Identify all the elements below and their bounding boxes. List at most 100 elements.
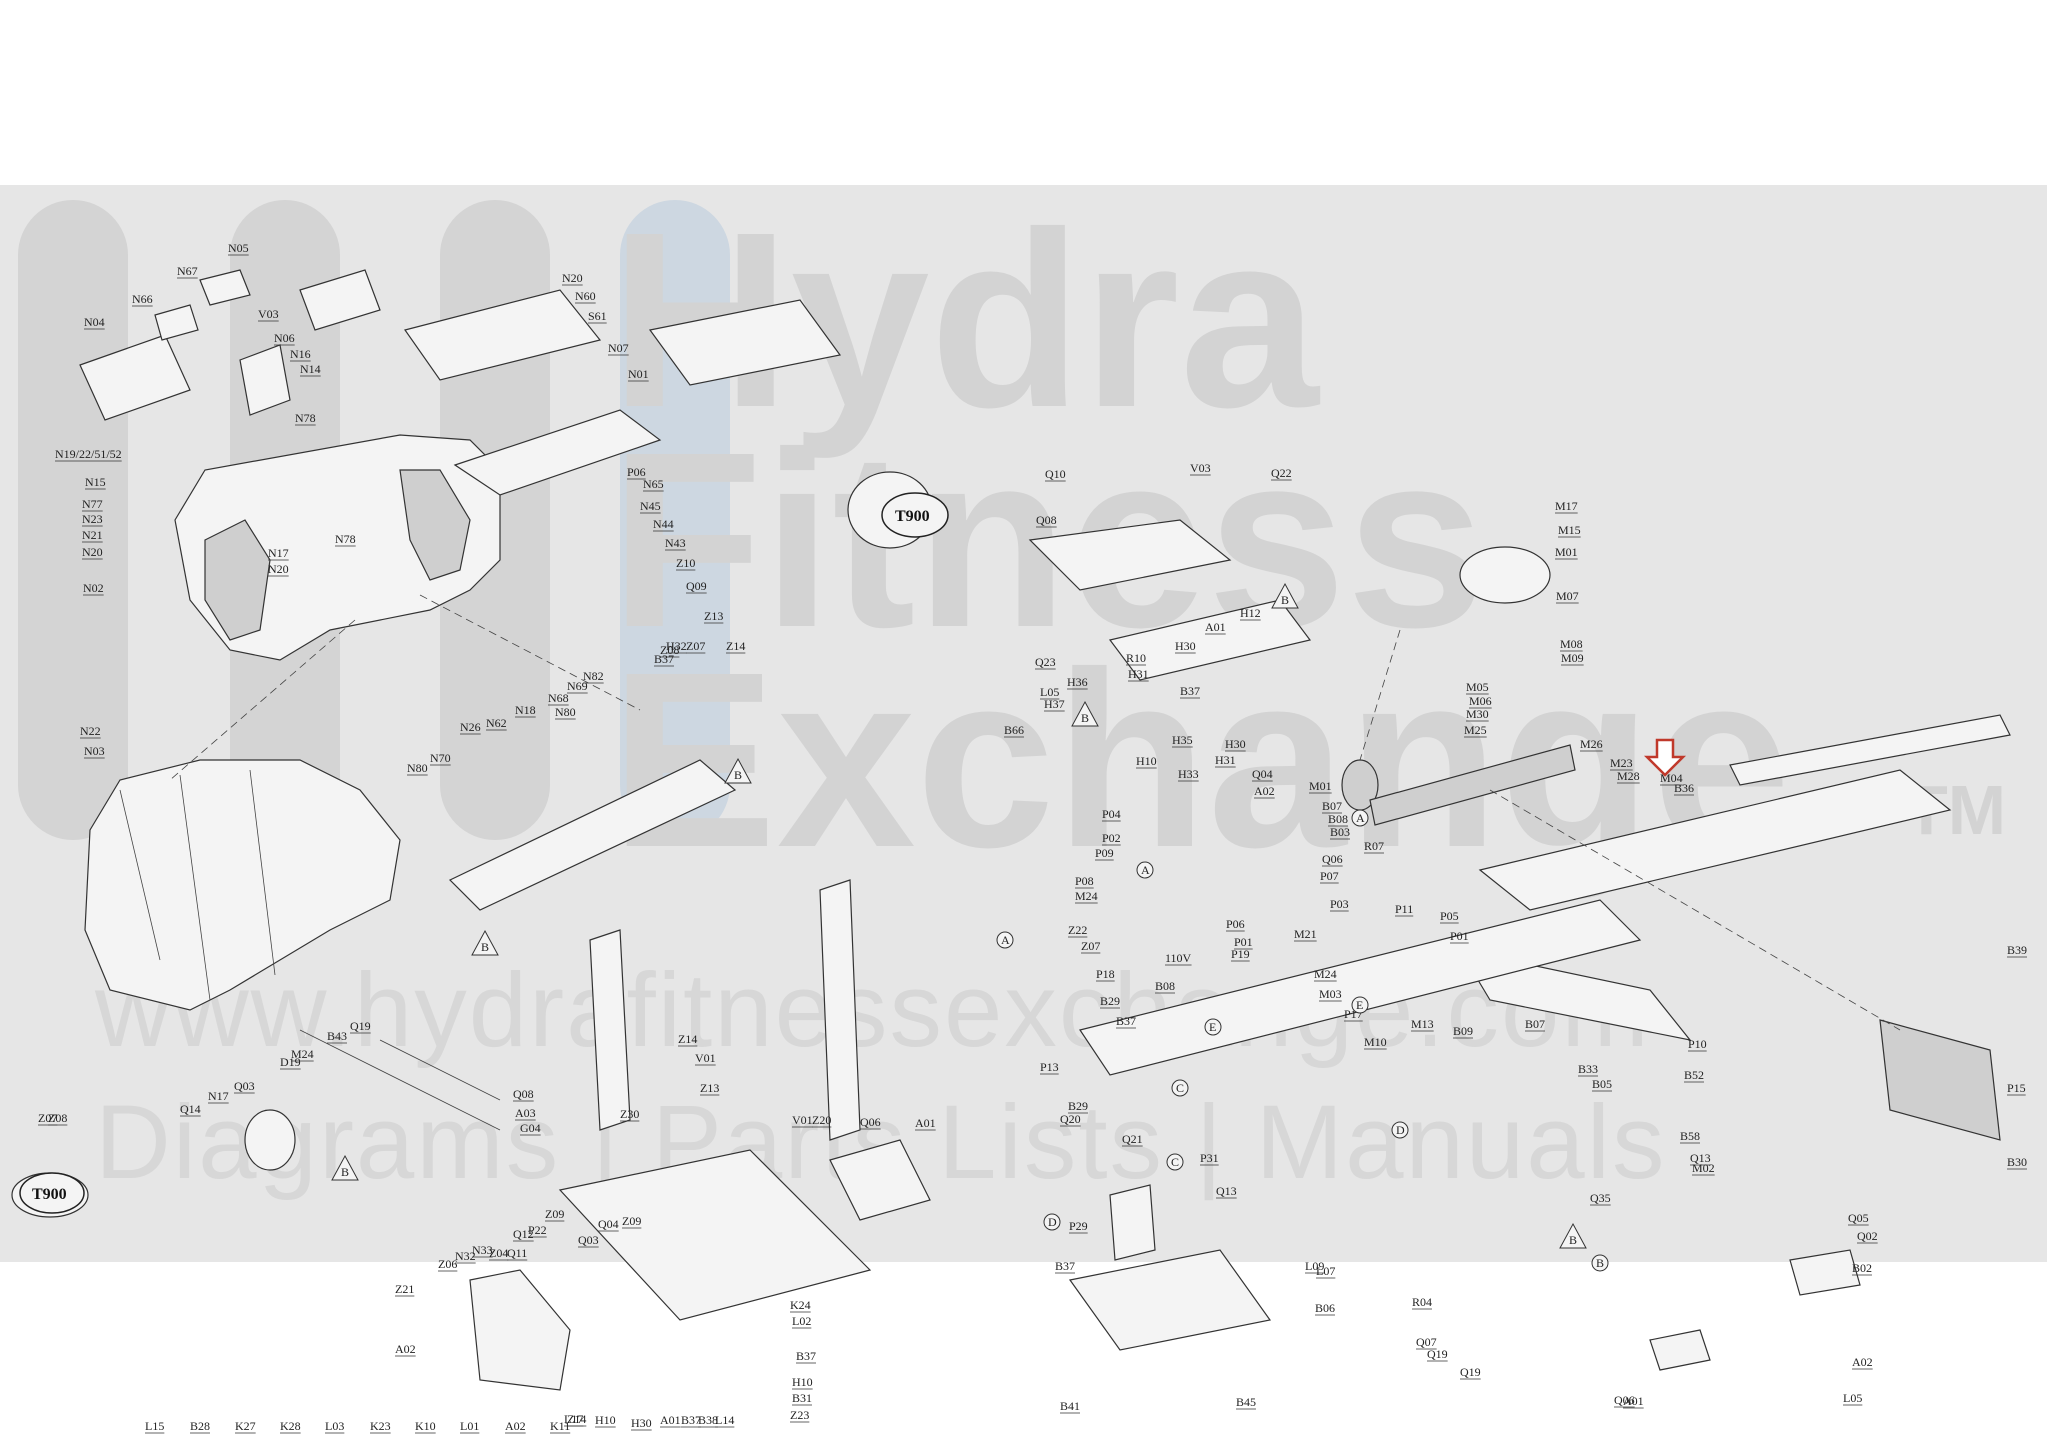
part-label: N43 [665, 536, 686, 550]
part-label: N20 [82, 545, 103, 559]
part-label: P09 [1095, 846, 1114, 860]
part-label: N60 [575, 289, 596, 303]
part-label: P19 [1231, 947, 1250, 961]
callout-marker-shape [1391, 1121, 1409, 1139]
part-label: B29 [1068, 1099, 1088, 1113]
part-label: B05 [1592, 1077, 1612, 1091]
part-label: H30 [1175, 639, 1196, 653]
part-label: N15 [85, 475, 106, 489]
part-label: B39 [2007, 943, 2027, 957]
part-label: Q08 [1036, 513, 1057, 527]
part-label: B03 [1330, 825, 1350, 839]
part-label: N69 [567, 679, 588, 693]
part-label: V03 [1190, 461, 1211, 475]
part-label: P07 [1320, 869, 1339, 883]
part-label: B37 [1055, 1259, 1075, 1273]
part-label: L05 [1843, 1391, 1862, 1405]
part-label: K23 [370, 1419, 391, 1433]
part-label: M01 [1555, 545, 1578, 559]
part-label: Q13 [1690, 1151, 1711, 1165]
part-label: Q35 [1590, 1191, 1611, 1205]
part-label: H10 [595, 1413, 616, 1427]
part-label: H36 [1067, 675, 1088, 689]
part-label: N44 [653, 517, 674, 531]
part-label: N07 [608, 341, 629, 355]
callout-marker-letter: D [1396, 1123, 1405, 1137]
callout-marker-letter: B [481, 940, 489, 954]
part-label: L01 [460, 1419, 479, 1433]
part-label: L15 [145, 1419, 164, 1433]
part-label: N67 [177, 264, 198, 278]
part-label: P11 [1395, 902, 1413, 916]
part-label: M07 [1556, 589, 1579, 603]
part-label: B37 [796, 1349, 816, 1363]
callout-marker-letter: B [1281, 593, 1289, 607]
part-label: R10 [1126, 651, 1146, 665]
part-label: N14 [300, 362, 321, 376]
part-label: Z09 [622, 1214, 641, 1228]
part-label: B45 [1236, 1395, 1256, 1409]
callout-marker-shape [1166, 1153, 1184, 1171]
part-label: Q08 [513, 1087, 534, 1101]
part-labels: N05N67N66V03N04N06N16N14N78N19/22/51/52N… [38, 241, 2028, 1434]
callout-marker-letter: D [1048, 1215, 1057, 1229]
part-label: S61 [588, 309, 607, 323]
part-label: P29 [1069, 1219, 1088, 1233]
part-label: N68 [548, 691, 569, 705]
part-label: Q11 [507, 1246, 527, 1260]
part-label: M06 [1469, 694, 1492, 708]
part-label: H31 [1128, 667, 1149, 681]
part-label: N19/22/51/52 [55, 447, 122, 461]
red-highlight-arrow [1643, 738, 1687, 777]
part-label: Q19 [350, 1019, 371, 1033]
dashed-leaders [169, 594, 1901, 1031]
part-label: H37 [1044, 697, 1065, 711]
part-label: R07 [1364, 839, 1384, 853]
part-label: N82 [583, 669, 604, 683]
part-label: K27 [235, 1419, 256, 1433]
part-label: K11 [550, 1419, 570, 1433]
part-label: Q10 [1045, 467, 1066, 481]
part-label: Q13 [1216, 1184, 1237, 1198]
part-label: Q04 [1252, 767, 1273, 781]
part-label: P06 [627, 465, 646, 479]
part-label: P01 [1234, 935, 1253, 949]
part-label: B37 [681, 1413, 701, 1427]
part-label: N66 [132, 292, 153, 306]
part-label: L14 [715, 1413, 734, 1427]
part-label: B58 [1680, 1129, 1700, 1143]
callout-marker-letter: E [1209, 1020, 1216, 1034]
part-label: H30 [631, 1416, 652, 1430]
part-label: Z30 [620, 1107, 639, 1121]
part-label: H31 [1215, 753, 1236, 767]
part-label: N78 [295, 411, 316, 425]
part-label: H12 [1240, 606, 1261, 620]
part-label: M26 [1580, 737, 1603, 751]
part-label: M13 [1411, 1017, 1434, 1031]
part-label: M10 [1364, 1035, 1387, 1049]
callout-marker-shape [996, 931, 1014, 949]
part-label: N21 [82, 528, 103, 542]
part-label: M04 [1660, 771, 1683, 785]
callout-marker-shape [1171, 1079, 1189, 1097]
part-label: N02 [83, 581, 104, 595]
part-label: H32 [666, 639, 687, 653]
part-label: N16 [290, 347, 311, 361]
console-assembly [79, 269, 933, 661]
part-label: Z04 [489, 1246, 508, 1260]
part-label: N45 [640, 499, 661, 513]
logo-badge-top-text: T900 [895, 508, 930, 525]
part-label: P10 [1688, 1037, 1707, 1051]
part-label: Q03 [234, 1079, 255, 1093]
part-label: N78 [335, 532, 356, 546]
callout-marker-shape [724, 757, 752, 784]
part-label: Q04 [598, 1217, 619, 1231]
part-label: Z06 [438, 1257, 457, 1271]
watermark-logo-bar-4 [620, 200, 730, 840]
part-label: B02 [1852, 1261, 1872, 1275]
part-label: N04 [84, 315, 105, 329]
part-label: N32 [455, 1249, 476, 1263]
part-label: M23 [1610, 756, 1633, 770]
callout-marker-letter: A [1356, 811, 1365, 825]
